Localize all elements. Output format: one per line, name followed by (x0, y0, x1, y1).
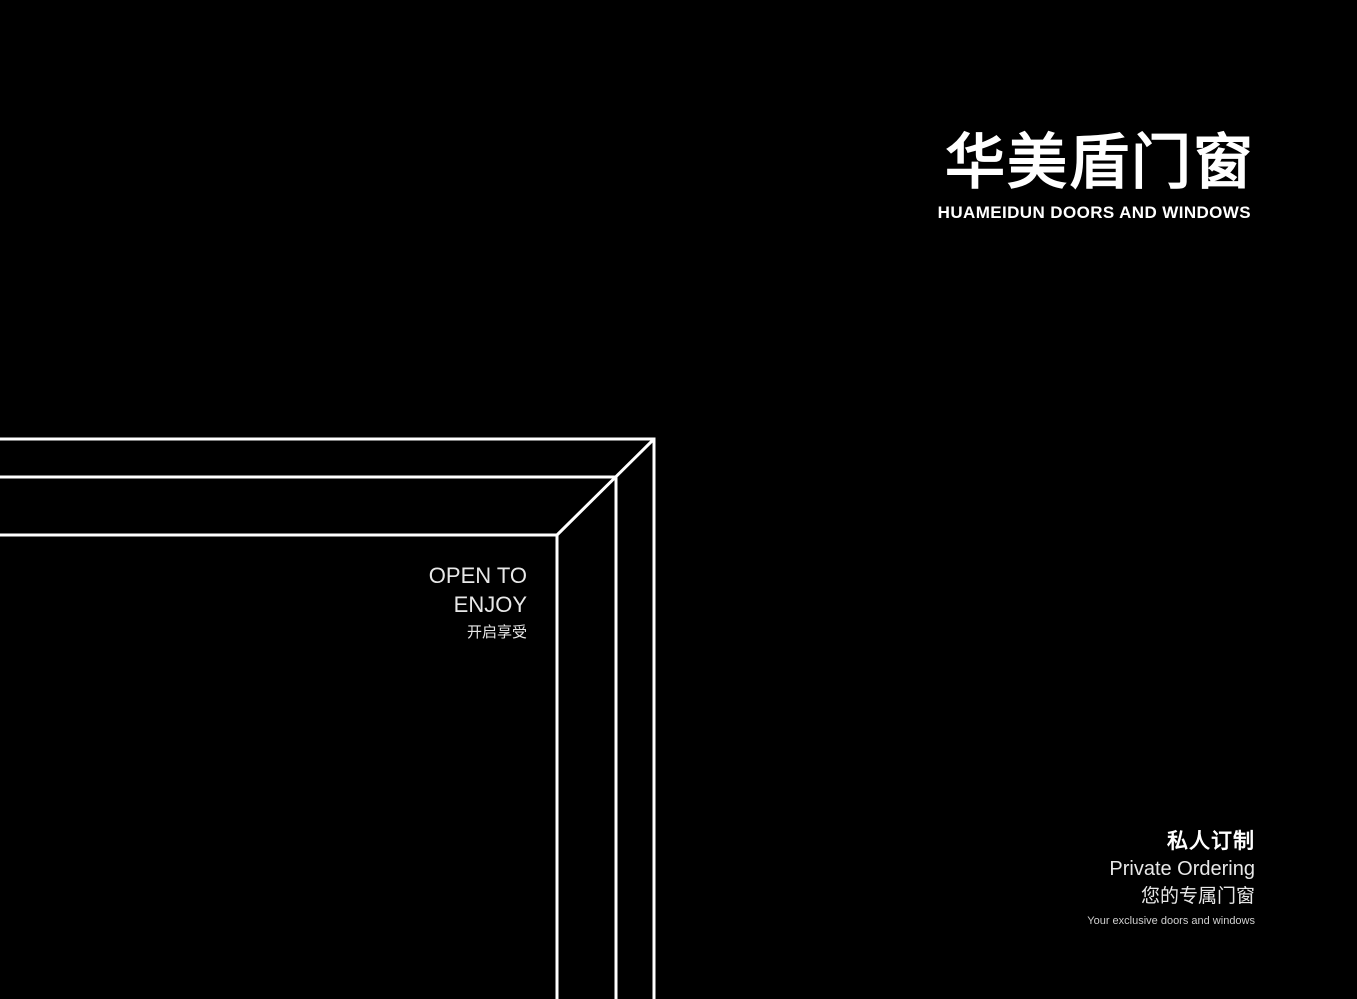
frame-middle-line (0, 475, 618, 999)
brand-name-chinese: 华美盾门窗 (945, 128, 1255, 198)
private-ordering-title-english: Private Ordering (1109, 858, 1255, 880)
private-ordering-title-chinese: 私人订制 (1167, 829, 1255, 853)
exclusive-windows-chinese: 您的专属门窗 (1140, 885, 1255, 907)
private-ordering-block: 私人订制 Private Ordering 您的专属门窗 Your exclus… (955, 826, 1255, 929)
brand-logo: 华美盾门窗 HUAMEIDUN DOORS AND WINDOWS (921, 126, 1253, 224)
slogan-chinese: 开启享受 (466, 623, 527, 641)
slogan-line-2: ENJOY (453, 592, 527, 617)
brand-name-english: HUAMEIDUN DOORS AND WINDOWS (937, 203, 1251, 222)
slogan-line-1: OPEN TO (428, 563, 527, 588)
frame-bevel-line (555, 437, 656, 537)
exclusive-windows-english: Your exclusive doors and windows (1087, 915, 1255, 927)
slogan: OPEN TO ENJOY 开启享受 (307, 561, 527, 643)
